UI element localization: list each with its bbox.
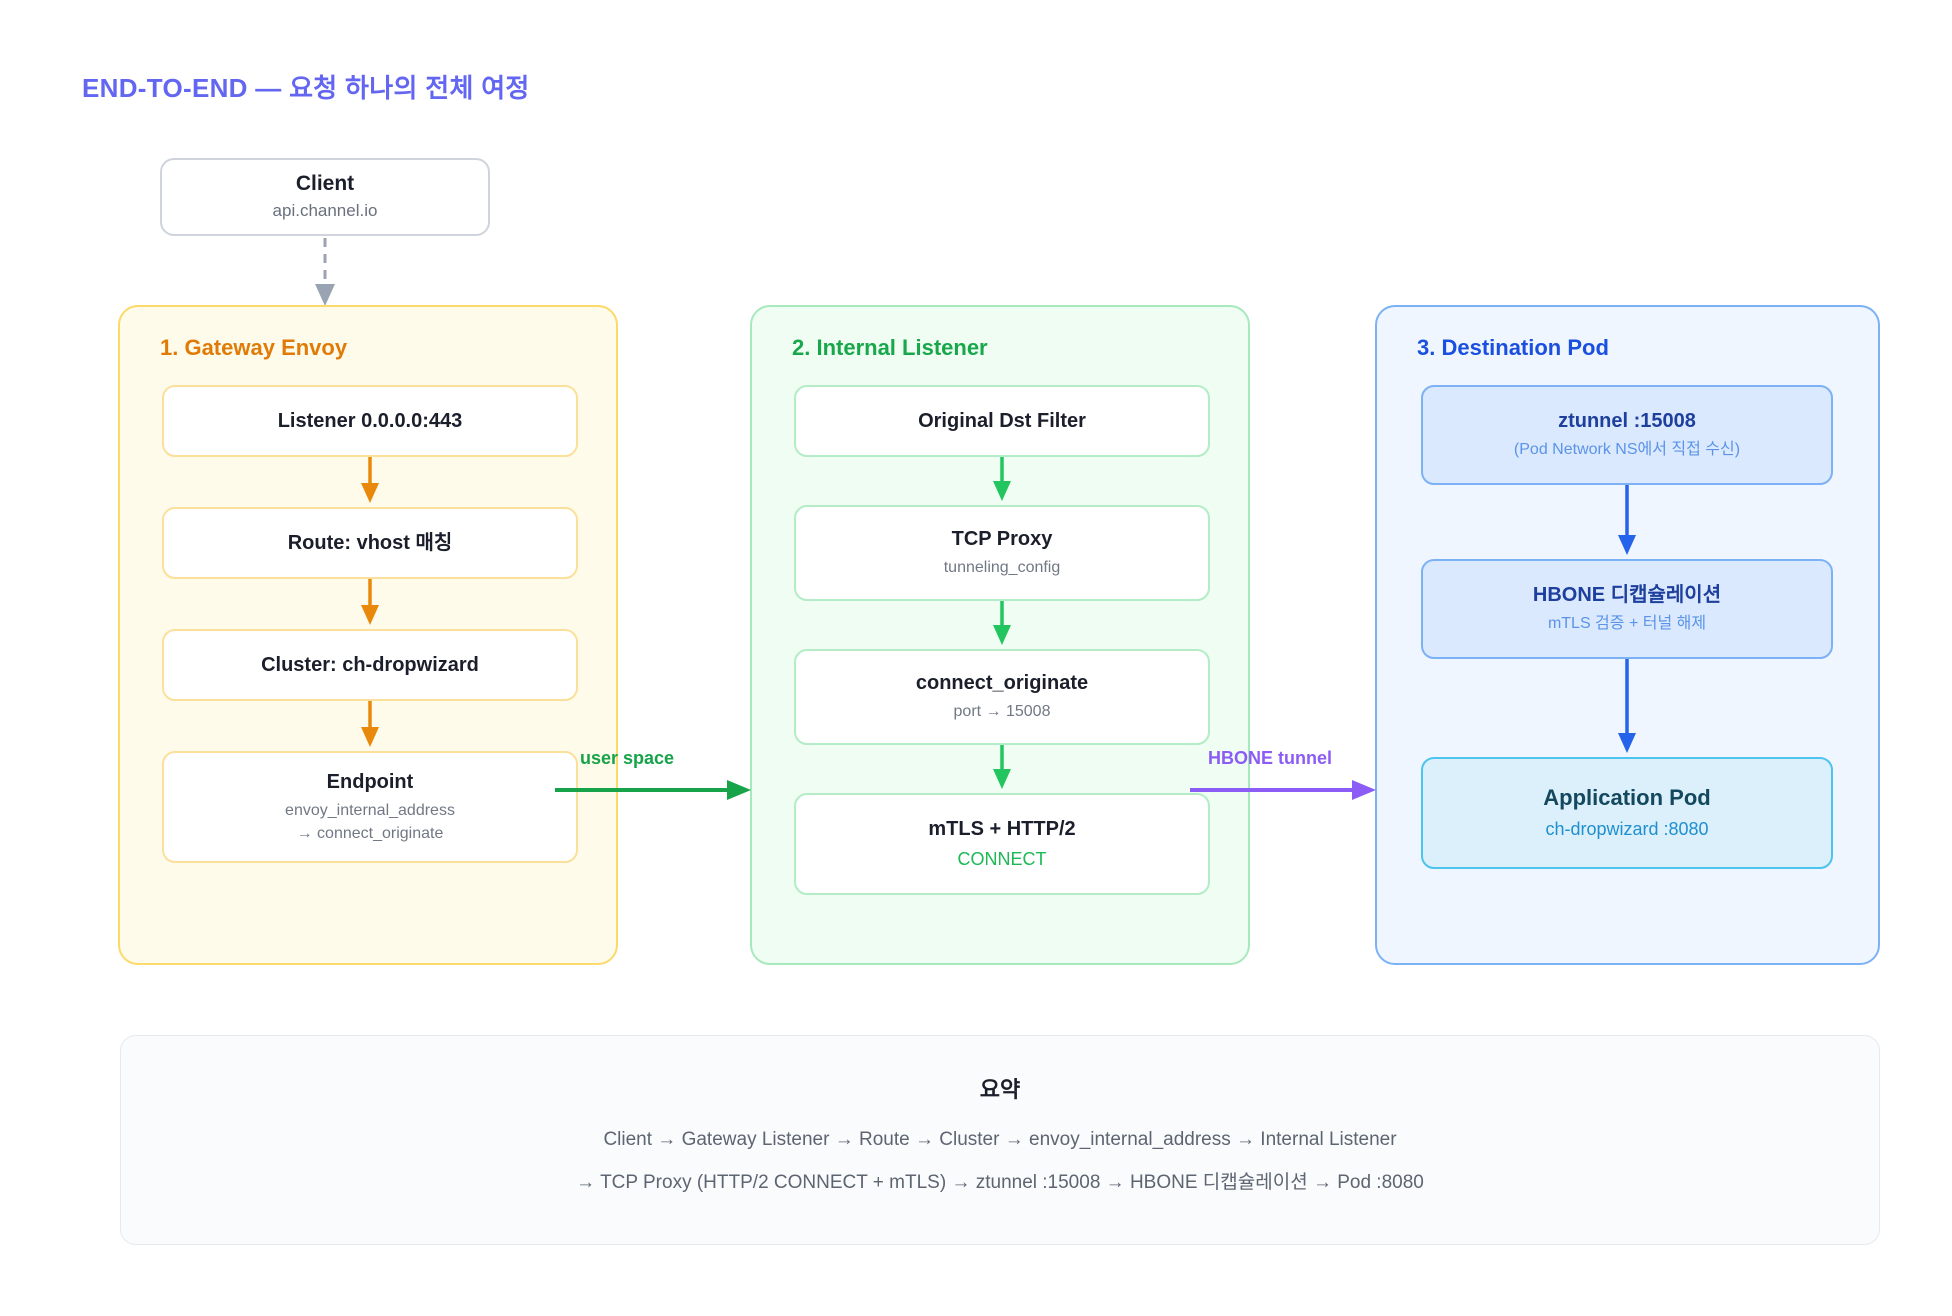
node-gw-endpoint: Endpoint envoy_internal_address → connec… bbox=[162, 751, 578, 863]
node-dp-hbone-decap-subtitle: mTLS 검증 + 터널 해제 bbox=[1547, 615, 1707, 633]
panel-gateway-envoy: 1. Gateway Envoy Listener 0.0.0.0:443 Ro… bbox=[118, 305, 618, 965]
panel-destination-pod: 3. Destination Pod ztunnel :15008 (Pod N… bbox=[1375, 305, 1880, 965]
node-dp-ztunnel: ztunnel :15008 (Pod Network NS에서 직접 수신) bbox=[1421, 385, 1833, 485]
node-il-tcp-proxy-title: TCP Proxy bbox=[951, 528, 1053, 551]
summary-line-1: Client → Gateway Listener → Route → Clus… bbox=[603, 1129, 1397, 1150]
node-il-connect-originate-subtitle: port → 15008 bbox=[953, 703, 1051, 721]
node-dp-application-pod: Application Pod ch-dropwizard :8080 bbox=[1421, 757, 1833, 869]
connector-label-hbone-tunnel: HBONE tunnel bbox=[1208, 748, 1332, 768]
node-dp-application-pod-title: Application Pod bbox=[1543, 784, 1711, 810]
panel-internal-listener: 2. Internal Listener Original Dst Filter… bbox=[750, 305, 1250, 965]
summary-panel: 요약 Client → Gateway Listener → Route → C… bbox=[120, 1035, 1880, 1245]
node-gw-listener: Listener 0.0.0.0:443 bbox=[162, 385, 578, 457]
arrow-il-dst-to-tcpproxy bbox=[993, 457, 1011, 501]
page-title: END-TO-END — 요청 하나의 전체 여정 bbox=[82, 73, 530, 103]
node-il-tcp-proxy: TCP Proxy tunneling_config bbox=[794, 505, 1210, 601]
arrow-gw-listener-to-route bbox=[361, 457, 379, 503]
node-il-mtls-http2-title: mTLS + HTTP/2 bbox=[928, 817, 1076, 840]
node-il-mtls-http2-subtitle: CONNECT bbox=[957, 848, 1047, 869]
node-il-connect-originate-title: connect_originate bbox=[915, 672, 1089, 695]
node-gw-endpoint-subtitle: envoy_internal_address → connect_origina… bbox=[285, 801, 455, 842]
arrow-user-space bbox=[555, 780, 751, 800]
node-gw-listener-title: Listener 0.0.0.0:443 bbox=[277, 410, 463, 432]
arrow-il-tcpproxy-to-connect bbox=[993, 601, 1011, 645]
summary-title: 요약 bbox=[979, 1077, 1021, 1102]
node-gw-cluster-title: Cluster: ch-dropwizard bbox=[261, 654, 479, 676]
arrow-hbone-tunnel bbox=[1190, 780, 1376, 800]
node-dp-ztunnel-subtitle: (Pod Network NS에서 직접 수신) bbox=[1513, 441, 1741, 459]
node-dp-hbone-decap-title: HBONE 디캡슐레이션 bbox=[1532, 584, 1722, 607]
node-il-original-dst-title: Original Dst Filter bbox=[918, 410, 1086, 432]
node-il-mtls-http2: mTLS + HTTP/2 CONNECT bbox=[794, 793, 1210, 895]
arrow-dp-ztunnel-to-hbone bbox=[1618, 485, 1636, 555]
node-client-title: Client bbox=[295, 171, 355, 195]
node-client: Client api.channel.io bbox=[160, 158, 490, 236]
node-gw-route-title: Route: vhost 매칭 bbox=[287, 532, 453, 554]
arrow-il-connect-to-mtls bbox=[993, 745, 1011, 789]
summary-line-2: → TCP Proxy (HTTP/2 CONNECT + mTLS) → zt… bbox=[576, 1171, 1424, 1193]
node-dp-ztunnel-title: ztunnel :15008 bbox=[1558, 410, 1696, 433]
node-gw-endpoint-title: Endpoint bbox=[326, 770, 414, 793]
panel-internal-listener-title: 2. Internal Listener bbox=[792, 335, 988, 360]
arrow-dp-hbone-to-apppod bbox=[1618, 659, 1636, 753]
node-client-subtitle: api.channel.io bbox=[272, 201, 378, 221]
arrow-gw-route-to-cluster bbox=[361, 579, 379, 625]
node-dp-application-pod-subtitle: ch-dropwizard :8080 bbox=[1545, 819, 1709, 840]
panel-destination-pod-title: 3. Destination Pod bbox=[1417, 335, 1609, 360]
connector-label-user-space: user space bbox=[580, 748, 675, 768]
arrow-client-to-gateway bbox=[315, 238, 335, 306]
node-dp-hbone-decap: HBONE 디캡슐레이션 mTLS 검증 + 터널 해제 bbox=[1421, 559, 1833, 659]
panel-gateway-envoy-title: 1. Gateway Envoy bbox=[160, 335, 348, 360]
node-il-original-dst: Original Dst Filter bbox=[794, 385, 1210, 457]
node-gw-cluster: Cluster: ch-dropwizard bbox=[162, 629, 578, 701]
node-il-connect-originate: connect_originate port → 15008 bbox=[794, 649, 1210, 745]
node-il-tcp-proxy-subtitle: tunneling_config bbox=[943, 559, 1061, 577]
arrow-gw-cluster-to-endpoint bbox=[361, 701, 379, 747]
node-gw-route: Route: vhost 매칭 bbox=[162, 507, 578, 579]
